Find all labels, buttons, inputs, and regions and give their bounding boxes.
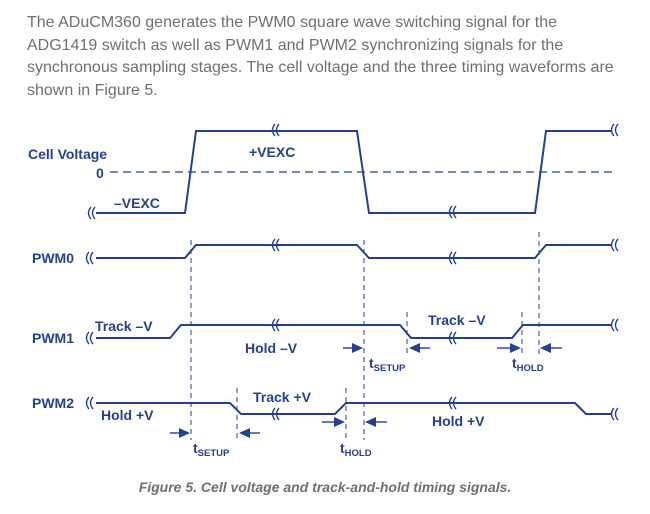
cell-voltage-label: Cell Voltage (28, 146, 107, 162)
break-symbol (85, 251, 94, 265)
cell-voltage-waveform (96, 130, 612, 214)
setup-time-label: tSETUP (193, 440, 230, 459)
break-symbol (271, 238, 280, 252)
pwm2-waveform (96, 402, 612, 415)
neg-exc-label: –VEXC (114, 195, 160, 211)
track-neg-label: Track –V (95, 318, 153, 334)
setup-time-label: tSETUP (369, 355, 406, 374)
break-symbol (271, 407, 280, 421)
break-symbol (610, 318, 619, 332)
setup-time-arrow-left (343, 343, 363, 353)
pwm1-label: PWM1 (32, 330, 74, 346)
break-symbol (610, 238, 619, 252)
break-symbol (85, 396, 94, 410)
hold-time-label: tHOLD (340, 440, 372, 459)
break-symbol (448, 331, 457, 345)
break-symbol (87, 206, 96, 220)
pos-exc-label: +VEXC (249, 144, 295, 160)
break-symbol (448, 396, 457, 410)
break-symbol (610, 407, 619, 421)
hold-pos-label: Hold +V (101, 407, 154, 423)
pwm0-label: PWM0 (32, 250, 74, 266)
hold-pos-label: Hold +V (432, 413, 485, 429)
track-pos-label: Track +V (253, 389, 312, 405)
pwm0-waveform (96, 244, 612, 259)
zero-label: 0 (96, 165, 104, 181)
break-symbol (271, 123, 280, 137)
hold-time-arrow-left (497, 343, 521, 353)
break-symbol (85, 331, 94, 345)
break-symbol (448, 205, 457, 219)
hold-time-arrow-right (365, 417, 387, 427)
setup-time-arrow-right (239, 428, 260, 438)
hold-neg-label: Hold –V (245, 340, 298, 356)
hold-time-arrow-right (540, 343, 562, 353)
hold-time-arrow-left (322, 417, 345, 427)
pwm2-label: PWM2 (32, 395, 74, 411)
figure-caption: Figure 5. Cell voltage and track-and-hol… (138, 479, 512, 495)
setup-time-arrow-left (170, 428, 190, 438)
break-symbol (448, 251, 457, 265)
track-neg-label: Track –V (428, 312, 486, 328)
pwm1-waveform (96, 324, 612, 339)
intro-paragraph: The ADuCM360 generates the PWM0 square w… (27, 14, 614, 99)
setup-time-arrow-right (409, 343, 430, 353)
break-symbol (271, 318, 280, 332)
break-symbol (610, 123, 619, 137)
hold-time-label: tHOLD (512, 355, 544, 374)
